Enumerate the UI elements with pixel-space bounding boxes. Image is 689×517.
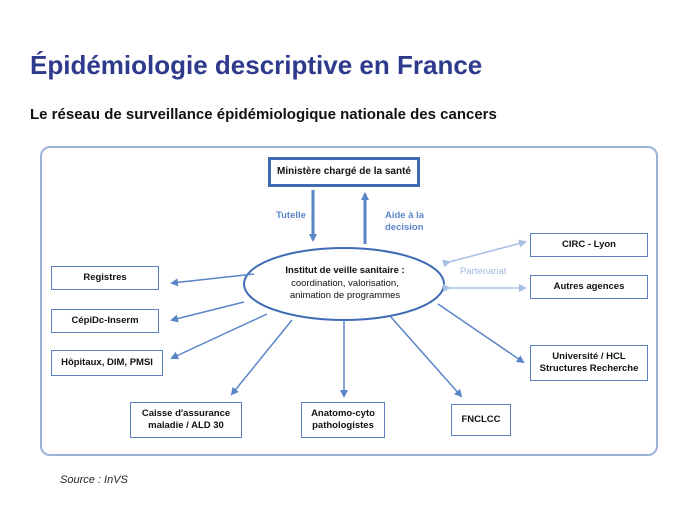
partner-arrow-circ [442,239,527,268]
anatomo-cyto-box: Anatomo-cyto pathologistes [301,402,385,438]
arrow-hopitaux [170,313,268,360]
autres-agences-box: Autres agences [530,275,648,299]
universite-hcl-box: Université / HCL Structures Recherche [530,345,648,381]
arrow-caisse [230,319,293,396]
caisse-assurance-box: Caisse d'assurance maladie / ALD 30 [130,402,242,438]
arrow-universite [437,303,525,364]
page-subtitle: Le réseau de surveillance épidémiologiqu… [30,106,497,123]
invs-line1: coordination, valorisation, [291,277,399,289]
ministere-box: Ministère chargé de la santé [268,157,420,187]
invs-title: Institut de veille sanitaire : [285,265,405,277]
arrow-cepidc [170,301,245,323]
cepidc-box: CépiDc-Inserm [51,309,159,333]
fnclcc-box: FNCLCC [451,404,511,436]
arrow-fnclcc [389,315,463,398]
hopitaux-box: Hôpitaux, DIM, PMSI [51,350,163,376]
circ-lyon-box: CIRC - Lyon [530,233,648,257]
label-tutelle: Tutelle [276,210,306,221]
invs-line2: animation de programmes [289,290,401,302]
diagram-frame [40,146,658,456]
page-title: Épidémiologie descriptive en France [30,50,483,80]
registres-box: Registres [51,266,159,290]
invs-node: Institut de veille sanitaire : coordinat… [244,248,446,320]
arrow-registres [170,273,255,287]
label-aide-decision: Aide à la decision [385,210,425,233]
label-partenariat: Partenariat [460,266,507,277]
source-note: Source : InVS [60,474,128,486]
